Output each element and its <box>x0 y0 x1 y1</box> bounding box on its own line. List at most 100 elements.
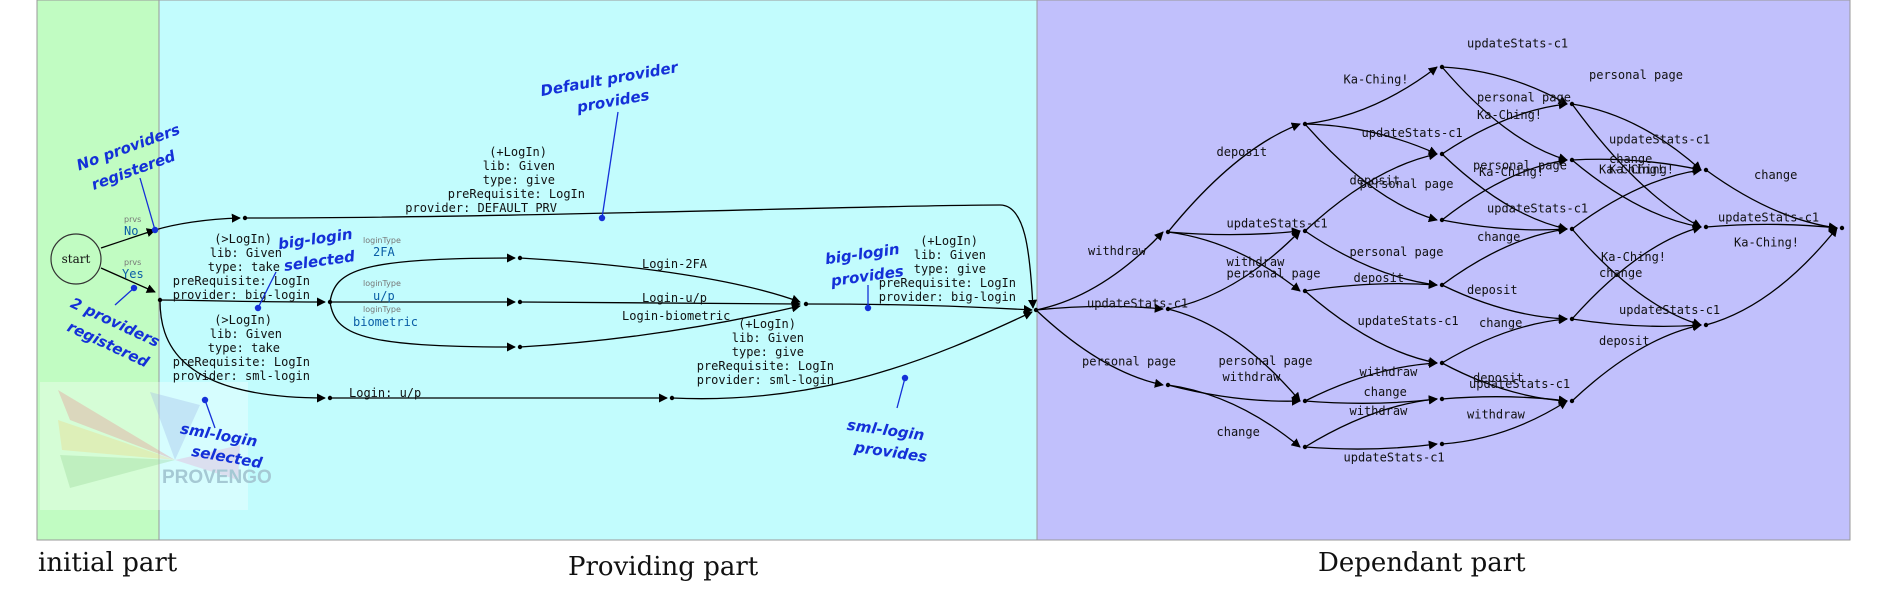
dependant-edge-label: Ka-Ching! <box>1609 163 1674 177</box>
dependant-edge-label: personal page <box>1350 245 1444 259</box>
svg-text:(+LogIn): (+LogIn) <box>738 317 796 331</box>
dependant-edge-label: updateStats-c1 <box>1718 211 1819 225</box>
prvs-no-value: No <box>124 224 138 238</box>
svg-text:(+LogIn): (+LogIn) <box>489 145 547 159</box>
svg-text:provider: sml-login: provider: sml-login <box>697 373 834 387</box>
logintype-bio-value: biometric <box>353 315 418 329</box>
dependant-edge-label: withdraw <box>1227 255 1286 269</box>
svg-text:lib: Given: lib: Given <box>210 327 282 341</box>
start-label: start <box>62 252 91 266</box>
dependant-edge-label: updateStats-c1 <box>1087 297 1188 311</box>
dependant-edge-label: personal page <box>1477 91 1571 105</box>
prvs-yes-value: Yes <box>122 267 144 281</box>
dependant-state-node <box>1302 121 1308 127</box>
svg-text:(>LogIn): (>LogIn) <box>214 232 272 246</box>
logintype-bio-tag: loginType <box>363 305 401 314</box>
dependant-edge-label: updateStats-c1 <box>1344 451 1445 465</box>
dependant-nodes <box>1033 64 1845 450</box>
dependant-state-node <box>1165 229 1171 235</box>
dependant-edge <box>1441 284 1568 324</box>
dependant-state-node <box>1839 225 1845 231</box>
dependant-edge-label: updateStats-c1 <box>1469 377 1570 391</box>
dependant-edge-label: Ka-Ching! <box>1477 108 1542 122</box>
dependant-state-node <box>1569 398 1575 404</box>
edge-label-login-bio: Login-biometric <box>622 309 730 323</box>
svg-text:provider: big-login: provider: big-login <box>173 288 310 302</box>
dependant-edge-label: deposit <box>1599 334 1650 348</box>
dependant-edge <box>1571 224 1702 320</box>
dependant-edge <box>1167 384 1301 448</box>
edge-label-login-up: Login-u/p <box>642 291 707 305</box>
svg-text:(>LogIn): (>LogIn) <box>214 313 272 327</box>
providing-part-label: Providing part <box>568 552 759 582</box>
dependant-edge <box>1035 303 1164 313</box>
svg-text:preRequisite: LogIn: preRequisite: LogIn <box>173 355 310 369</box>
dependant-edge <box>1571 228 1702 328</box>
edge-start-no <box>100 228 156 249</box>
dependant-edge <box>1304 395 1438 448</box>
event-take-big-login: (>LogIn) lib: Given type: take preRequis… <box>173 232 310 302</box>
dependant-edge-label: withdraw <box>1223 370 1282 384</box>
logintype-2fa-value: 2FA <box>373 245 395 259</box>
dependant-edge-label: Ka-Ching! <box>1601 250 1666 264</box>
dependant-edge-label: withdraw <box>1467 408 1526 422</box>
svg-text:lib: Given: lib: Given <box>914 248 986 262</box>
dependant-state-node <box>1439 282 1445 288</box>
logintype-up-value: u/p <box>373 289 395 303</box>
dependant-edge <box>1035 231 1164 311</box>
dependant-edge-label: personal page <box>1082 355 1176 369</box>
dependant-state-node <box>1302 444 1308 450</box>
providing-nodes <box>157 215 809 401</box>
dependant-edge <box>1304 440 1438 450</box>
dependant-edge <box>1441 153 1568 232</box>
dependant-edge <box>1571 318 1702 331</box>
svg-text:lib: Given: lib: Given <box>210 246 282 260</box>
dependant-edge-label: updateStats-c1 <box>1358 314 1459 328</box>
dependant-edge-label: Ka-Ching! <box>1734 236 1799 250</box>
dependant-edge <box>1304 230 1438 289</box>
dependant-edge-label: deposit <box>1354 271 1405 285</box>
svg-text:type: take: type: take <box>208 341 280 355</box>
dependant-edge <box>1571 166 1702 230</box>
dependant-edge-label: change <box>1477 230 1520 244</box>
initial-part-label: initial part <box>38 548 178 578</box>
svg-text:PROVENGO: PROVENGO <box>162 467 272 488</box>
dependant-part-label: Dependant part <box>1318 548 1526 578</box>
dependant-edge-label: updateStats-c1 <box>1227 217 1328 231</box>
dependant-edge-label: change <box>1599 266 1642 280</box>
dependant-state-node <box>1439 360 1445 366</box>
dependant-edge <box>1441 400 1568 445</box>
svg-text:provider: sml-login: provider: sml-login <box>173 369 310 383</box>
dependant-edge-label: personal page <box>1589 68 1683 82</box>
dependant-state-node <box>1569 157 1575 163</box>
dependant-edge-label: updateStats-c1 <box>1362 126 1463 140</box>
dependant-edge-label: personal page <box>1360 177 1454 191</box>
dependant-state-node <box>1703 167 1709 173</box>
event-give-default: (+LogIn) lib: Given type: give preRequis… <box>405 145 585 215</box>
dependant-edge-label: updateStats-c1 <box>1467 37 1568 51</box>
dependant-edge <box>1705 169 1838 232</box>
dependant-edge <box>1441 315 1568 364</box>
dependant-edge <box>1441 100 1568 155</box>
edge-label-login-sml: Login: u/p <box>349 386 421 400</box>
dependant-state-node <box>1703 322 1709 328</box>
svg-text:(+LogIn): (+LogIn) <box>920 234 978 248</box>
dependant-state-node <box>1439 64 1445 70</box>
dependant-edge <box>1304 123 1438 155</box>
providing-part-region <box>158 0 1038 541</box>
dependant-state-node <box>1439 396 1445 402</box>
dependant-edge <box>1571 158 1702 173</box>
dependant-edge-label: withdraw <box>1088 244 1147 258</box>
svg-text:provider: DEFAULT_PRV: provider: DEFAULT_PRV <box>405 201 557 215</box>
event-give-sml-login: (+LogIn) lib: Given type: give preRequis… <box>697 317 834 387</box>
prvs-no-tag: prvs <box>124 215 141 224</box>
dependant-edge-label: change <box>1364 385 1407 399</box>
dependant-state-node <box>1302 228 1308 234</box>
dependant-edge <box>1167 384 1301 406</box>
dependant-edge-labels: withdraw updateStats-c1 personal page depos… <box>1082 37 1819 465</box>
dependant-edge <box>1167 230 1301 310</box>
dependant-edge-label: personal page <box>1219 354 1313 368</box>
svg-text:lib: Given: lib: Given <box>483 159 555 173</box>
svg-text:provider: big-login: provider: big-login <box>879 290 1016 304</box>
